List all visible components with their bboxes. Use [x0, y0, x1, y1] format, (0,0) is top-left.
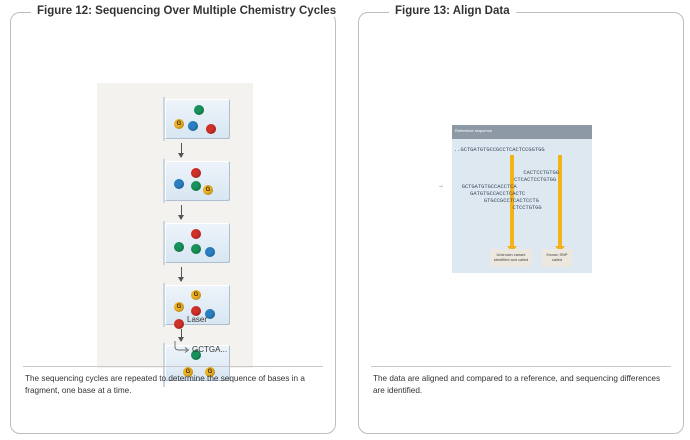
green-base-dot [174, 242, 184, 252]
caption-divider [371, 366, 671, 367]
flow-cell-cycle-5: G G [163, 343, 230, 387]
down-arrow-4 [178, 329, 184, 342]
g-base-dot: G [174, 302, 184, 312]
g-base-dot: G [191, 290, 201, 300]
reference-header: Reference sequence [452, 125, 592, 139]
g-base-dot: G [183, 367, 193, 377]
flow-cell-cycle-1 [163, 97, 230, 141]
reference-sequence: ..GCTGATGTGCCGCCTCACTCCGGTGG [454, 147, 545, 153]
green-base-dot [191, 244, 201, 254]
g-base-dot: G [203, 185, 213, 195]
caption-divider [23, 366, 323, 367]
down-arrow-3 [178, 267, 184, 282]
red-base-dot [191, 168, 201, 178]
read-1: CACTCCTGTGG [504, 170, 559, 176]
known-snp-bar [555, 155, 565, 252]
blue-base-dot [205, 247, 215, 257]
figure-12-title: Figure 12: Sequencing Over Multiple Chem… [31, 5, 343, 17]
unknown-variant-note: Unknown variant identified and called [490, 249, 532, 267]
figure-13-caption: The data are aligned and compared to a r… [373, 374, 661, 395]
green-base-dot [194, 105, 204, 115]
down-arrow-2 [178, 205, 184, 220]
figure-12-panel: Figure 12: Sequencing Over Multiple Chem… [10, 5, 343, 434]
reference-sequence-label: Reference sequence [455, 128, 492, 133]
read-5: GTGCCGCCTCACTCCTG [458, 198, 539, 204]
green-base-dot [191, 181, 201, 191]
red-base-dot [206, 124, 216, 134]
figure-12-caption: The sequencing cycles are repeated to de… [25, 374, 305, 395]
output-arrow-icon [174, 341, 190, 353]
sequence-output-label: GCTGA... [192, 345, 228, 354]
laser-label: Laser [187, 315, 208, 324]
g-base-dot: G [174, 119, 184, 129]
read-4: GATGTGCCACCTCACTC [454, 191, 526, 197]
red-base-dot [191, 229, 201, 239]
read-6: CTCCTGTGG [464, 205, 542, 211]
green-base-dot [191, 350, 201, 360]
g-base-dot: G [205, 367, 215, 377]
blue-base-dot [188, 121, 198, 131]
align-data-diagram: Reference sequence ..GCTGATGTGCCGCCTCACT… [452, 125, 592, 273]
blue-base-dot [174, 179, 184, 189]
figure-13-panel: Figure 13: Align Data Reference sequence… [358, 5, 684, 434]
down-arrow-1 [178, 143, 184, 158]
read-2: CTCACTCCTGTGG [498, 177, 557, 183]
blue-base-dot [205, 309, 215, 319]
red-base-dot [191, 306, 201, 316]
figure-13-title: Figure 13: Align Data [389, 5, 516, 17]
read-pointer-arrow-icon: → [439, 182, 443, 189]
read-3: GCTGATGTGCCACCTCA [452, 184, 517, 190]
red-base-dot [174, 319, 184, 329]
known-snp-note: Known SNP called [542, 249, 572, 267]
